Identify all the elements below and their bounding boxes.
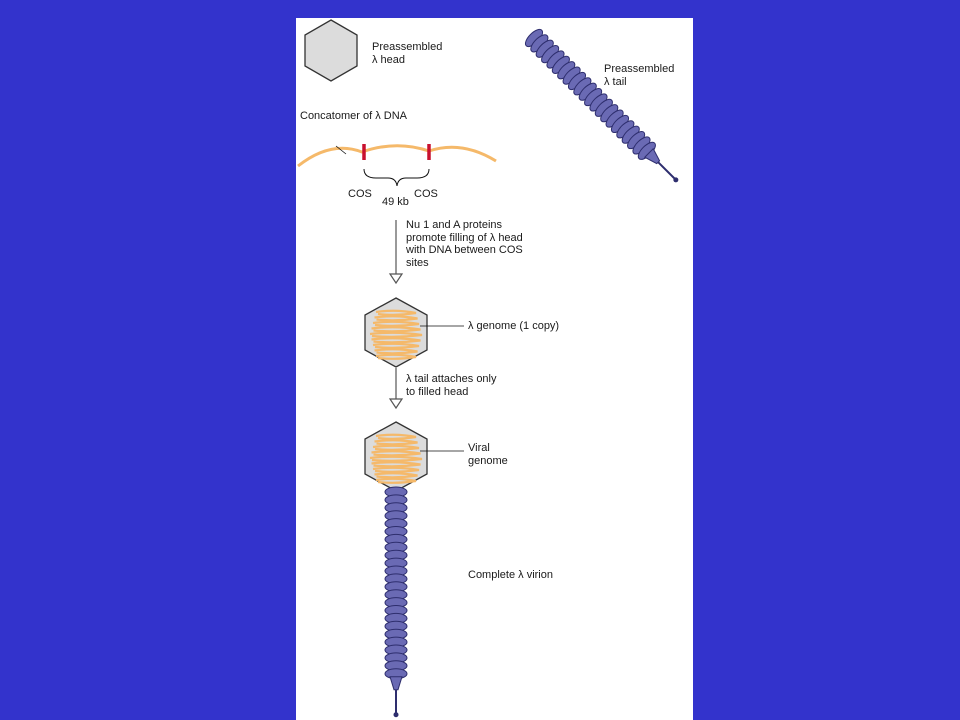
tail-cone (643, 147, 661, 165)
dna-coil (374, 439, 418, 446)
dna-coil (371, 337, 421, 344)
step2-label: λ tail attaches only to filled head (406, 373, 497, 398)
cos-right-label: COS (414, 188, 438, 200)
dna-coil (371, 326, 421, 333)
virion-head-icon (364, 421, 464, 492)
dna-concatomer (297, 144, 497, 168)
tail-fiber (657, 161, 676, 180)
dna-coil (374, 348, 418, 355)
dna-coil (369, 331, 423, 338)
dna-coil (375, 433, 417, 440)
filled-head-icon (364, 297, 464, 368)
viral-genome-label: Viral genome (468, 442, 508, 467)
dna-coil (375, 353, 417, 360)
brace-icon (363, 168, 430, 187)
tail-cone (389, 676, 403, 691)
dna-coil (372, 466, 420, 473)
dna-coil (375, 309, 417, 316)
dna-coil (374, 315, 418, 322)
step1-label: Nu 1 and A proteins promote filling of λ… (406, 219, 523, 269)
preassembled-tail-icon (524, 28, 679, 183)
dna-coil (372, 320, 420, 327)
length-label: 49 kb (382, 196, 409, 208)
head-label: Preassembled λ head (372, 41, 443, 66)
cos-left-label: COS (348, 188, 372, 200)
dna-coil (374, 472, 418, 479)
dna-coil (375, 477, 417, 484)
concatomer-label: Concatomer of λ DNA (300, 110, 407, 122)
arrow-down-icon (388, 220, 404, 285)
virion-tail-icon (384, 486, 408, 718)
figure-panel: Preassembled λ head Preassembled λ tail … (296, 18, 693, 720)
tail-knob (393, 712, 399, 718)
tail-knob (673, 177, 679, 183)
dna-coil (372, 342, 420, 349)
arrow-down-icon (388, 368, 404, 410)
dna-coil (371, 461, 421, 468)
genome-copy-label: λ genome (1 copy) (468, 320, 560, 332)
dna-coil (372, 444, 420, 451)
virion-label: Complete λ virion (468, 569, 553, 581)
empty-head-icon (304, 19, 358, 82)
dna-coil (371, 450, 421, 457)
leader-line (335, 145, 347, 155)
lambda-packaging-diagram (297, 19, 679, 718)
tail-label: Preassembled λ tail (604, 63, 675, 88)
dna-coil (369, 455, 423, 462)
